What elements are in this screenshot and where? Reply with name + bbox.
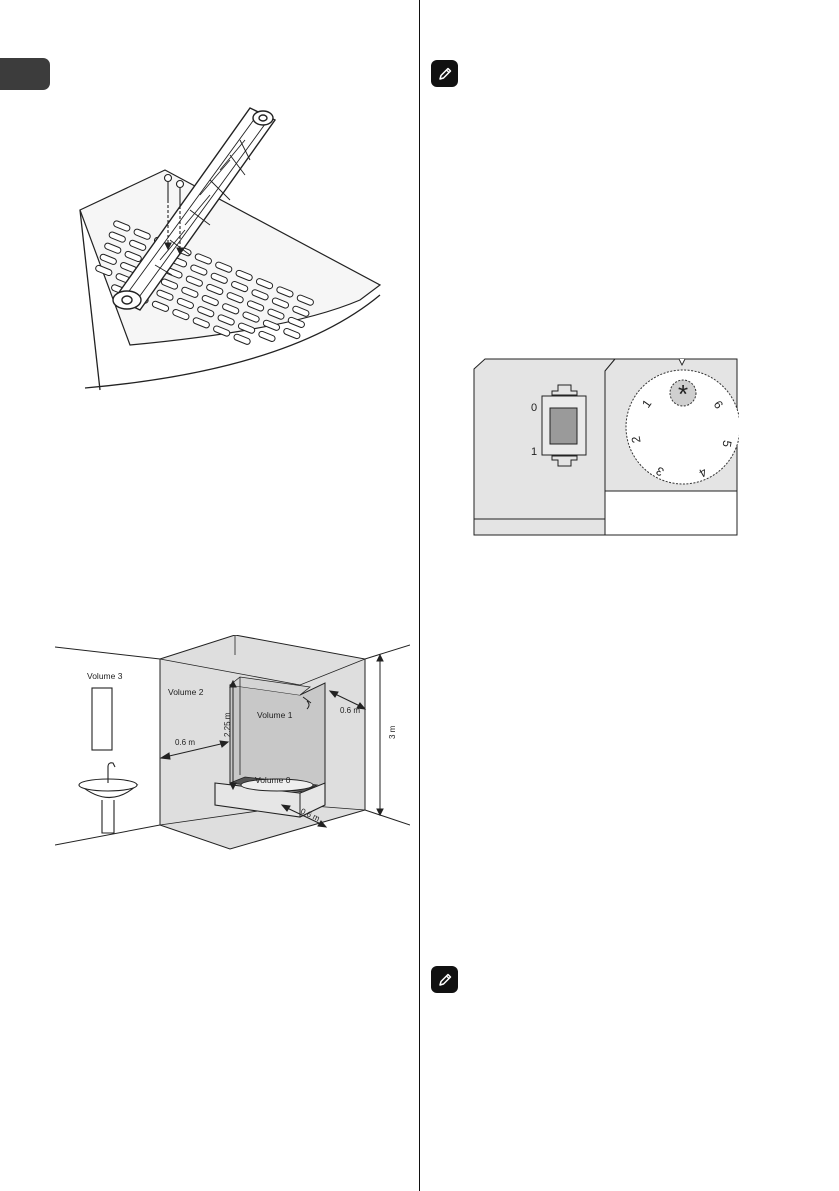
- page-tab-marker: [0, 58, 50, 90]
- dial-label-5: 5: [719, 439, 734, 448]
- dial-label-frost: *: [678, 379, 688, 409]
- control-panel-illustration: 0 1 * 1 2 3 4 5 6: [473, 358, 739, 536]
- dial-label-2: 2: [629, 435, 644, 444]
- bathroom-volumes-diagram: Volume 3 Volume 2 Volume 1 Volume 0 2.25…: [55, 635, 410, 850]
- label-volume-2: Volume 2: [168, 687, 204, 697]
- switch-label-off: 0: [531, 402, 537, 414]
- pencil-icon: [431, 966, 458, 993]
- label-volume-3: Volume 3: [87, 671, 123, 681]
- label-volume-1: Volume 1: [257, 710, 293, 720]
- power-switch[interactable]: [541, 384, 587, 467]
- label-volume-0: Volume 0: [255, 775, 291, 785]
- switch-label-on: 1: [531, 446, 537, 458]
- column-divider: [419, 0, 420, 1191]
- label-dim-right: 0.6 m: [340, 706, 360, 715]
- label-dim-left: 0.6 m: [175, 738, 195, 747]
- screws: [163, 173, 185, 256]
- label-room-height: 3 m: [388, 725, 397, 739]
- label-height-bath: 2.25 m: [223, 712, 232, 737]
- pencil-icon: [431, 60, 458, 87]
- thermostat-dial[interactable]: [625, 358, 739, 485]
- bracket: [112, 107, 277, 311]
- mounting-bracket-illustration: [79, 107, 382, 391]
